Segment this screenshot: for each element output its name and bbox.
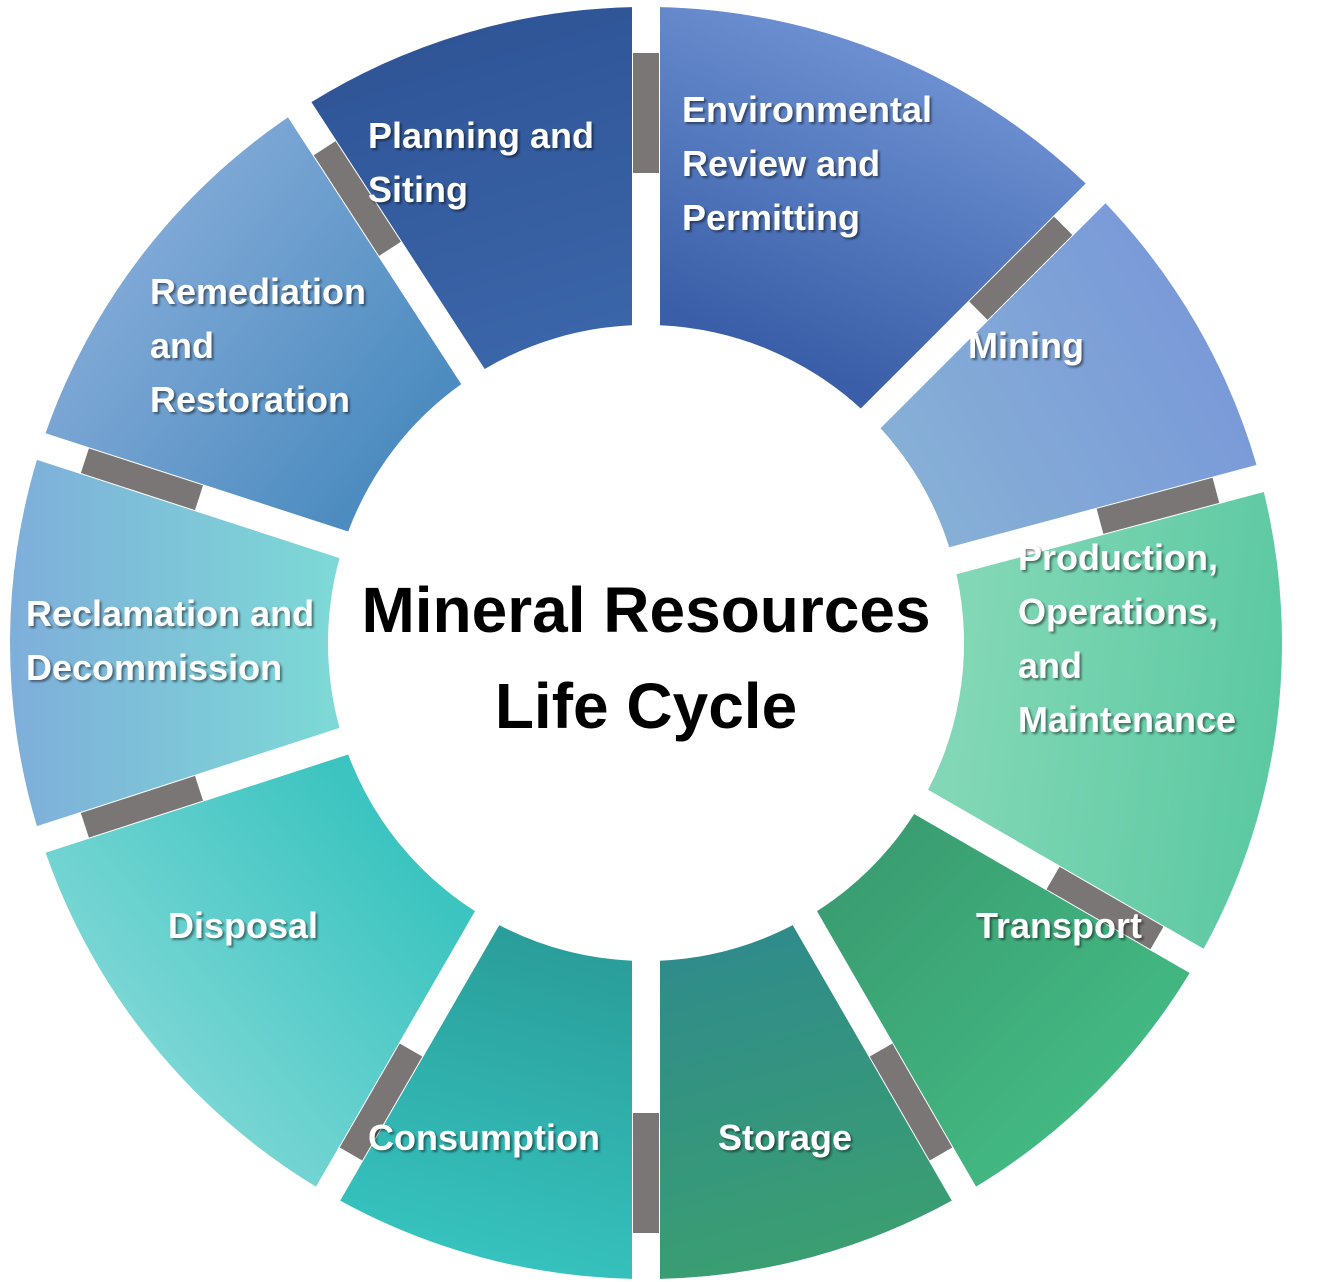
label-reclamation-line-1: Reclamation and [26, 593, 314, 634]
connector-3 [1046, 866, 1164, 950]
label-transport-line-1: Transport [976, 905, 1142, 946]
label-mining-line-1: Mining [968, 325, 1084, 366]
center-title-line-2: Life Cycle [495, 670, 797, 742]
label-planning-line-2: Siting [368, 169, 468, 210]
label-reclamation-line-2: Decommission [26, 647, 282, 688]
connector-6 [339, 1043, 423, 1161]
label-disposal: Disposal [168, 905, 318, 946]
connector-4 [869, 1043, 953, 1161]
label-consumption-line-1: Consumption [368, 1117, 600, 1158]
label-consumption: Consumption [368, 1117, 600, 1158]
connector-2 [1096, 477, 1220, 534]
label-production-line-3: and [1018, 645, 1082, 686]
segment-mining [880, 203, 1257, 548]
label-disposal-line-1: Disposal [168, 905, 318, 946]
label-remediation-line-2: and [150, 325, 214, 366]
label-production-line-1: Production, [1018, 537, 1218, 578]
label-mining: Mining [968, 325, 1084, 366]
segment-storage [659, 925, 952, 1279]
segment-consumption [340, 925, 633, 1279]
segment-remediation [45, 117, 462, 532]
label-storage: Storage [718, 1117, 852, 1158]
label-remediation-line-1: Remediation [150, 271, 366, 312]
segment-disposal [45, 754, 476, 1187]
label-remediation-line-3: Restoration [150, 379, 350, 420]
segment-production [928, 491, 1282, 949]
label-planning-line-1: Planning and [368, 115, 594, 156]
segment-reclamation [9, 459, 340, 827]
segment-transport [816, 813, 1190, 1187]
connectors-layer [80, 53, 1220, 1233]
label-transport: Transport [976, 905, 1142, 946]
segment-planning [311, 7, 633, 369]
center-title: Mineral Resources Life Cycle [361, 574, 930, 742]
label-production-line-2: Operations, [1018, 591, 1218, 632]
label-production-line-4: Maintenance [1018, 699, 1236, 740]
connector-9 [313, 141, 401, 256]
label-environmental-review-line-1: Environmental [682, 89, 932, 130]
label-environmental-review-line-3: Permitting [682, 197, 860, 238]
label-environmental-review-line-2: Review and [682, 143, 880, 184]
label-storage-line-1: Storage [718, 1117, 852, 1158]
connector-1 [969, 216, 1073, 320]
segment-environmental-review [659, 7, 1086, 409]
segments-layer [9, 7, 1282, 1279]
connector-8 [80, 448, 204, 511]
center-title-line-1: Mineral Resources [361, 574, 930, 646]
connector-7 [80, 775, 204, 838]
